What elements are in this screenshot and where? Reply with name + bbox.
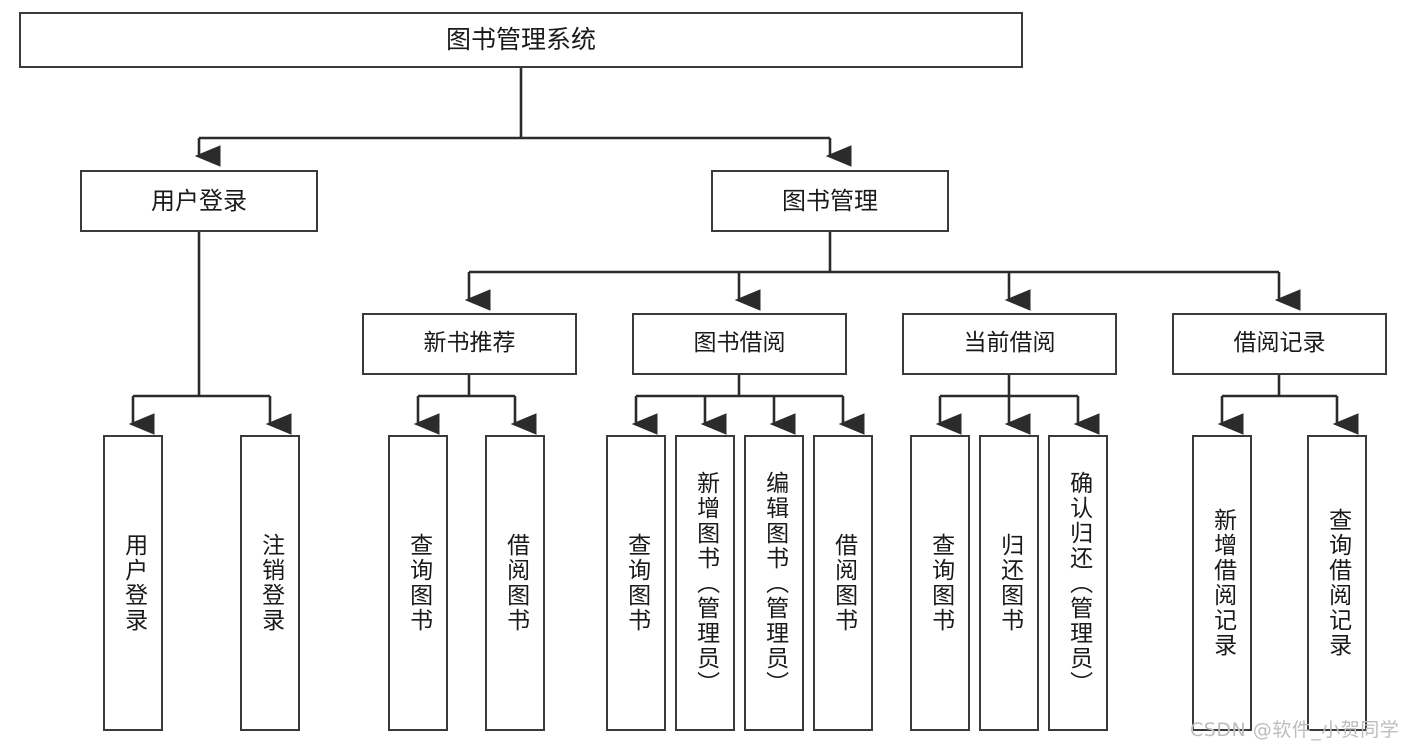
node-label: 图书管理: [782, 186, 878, 215]
node-label: 归还图书: [996, 533, 1023, 633]
node-label: 新增借阅记录: [1209, 508, 1236, 658]
node-label: 注销登录: [257, 533, 284, 633]
node-current-borrow[interactable]: 当前借阅: [902, 313, 1117, 375]
node-label: 查询图书: [405, 533, 432, 633]
node-label: 借阅记录: [1233, 330, 1326, 357]
leaf-book-borrow-edit[interactable]: 编辑图书（管理员）: [744, 435, 804, 731]
leaf-book-borrow-add[interactable]: 新增图书（管理员）: [675, 435, 735, 731]
node-label: 查询图书: [927, 533, 954, 633]
node-label: 用户登录: [120, 533, 147, 633]
node-borrow-record[interactable]: 借阅记录: [1172, 313, 1387, 375]
node-book-management[interactable]: 图书管理: [711, 170, 949, 232]
node-label: 借阅图书: [502, 533, 529, 633]
leaf-user-login-signin[interactable]: 用户登录: [103, 435, 163, 731]
node-book-borrow[interactable]: 图书借阅: [632, 313, 847, 375]
node-label: 借阅图书: [830, 533, 857, 633]
leaf-current-borrow-query[interactable]: 查询图书: [910, 435, 970, 731]
node-label: 图书管理系统: [445, 25, 596, 55]
node-new-book-recommend[interactable]: 新书推荐: [362, 313, 577, 375]
leaf-book-borrow-borrow[interactable]: 借阅图书: [813, 435, 873, 731]
leaf-borrow-record-query[interactable]: 查询借阅记录: [1307, 435, 1367, 731]
leaf-borrow-record-add[interactable]: 新增借阅记录: [1192, 435, 1252, 731]
node-label: 新书推荐: [423, 330, 516, 357]
node-label: 查询借阅记录: [1324, 508, 1351, 658]
node-label: 当前借阅: [963, 330, 1056, 357]
node-user-login[interactable]: 用户登录: [80, 170, 318, 232]
node-label: 查询图书: [623, 533, 650, 633]
node-label: 新增图书（管理员）: [692, 470, 719, 696]
node-label: 确认归还（管理员）: [1065, 470, 1092, 696]
node-label: 用户登录: [151, 186, 247, 215]
node-label: 编辑图书（管理员）: [761, 470, 788, 696]
leaf-current-borrow-confirm-return[interactable]: 确认归还（管理员）: [1048, 435, 1108, 731]
leaf-book-borrow-query[interactable]: 查询图书: [606, 435, 666, 731]
node-label: 图书借阅: [693, 330, 786, 357]
leaf-new-book-borrow[interactable]: 借阅图书: [485, 435, 545, 731]
csdn-watermark: CSDN @软件_小贺同学: [1190, 719, 1400, 741]
leaf-user-login-signout[interactable]: 注销登录: [240, 435, 300, 731]
node-root-library-system[interactable]: 图书管理系统: [19, 12, 1023, 68]
leaf-current-borrow-return[interactable]: 归还图书: [979, 435, 1039, 731]
leaf-new-book-query[interactable]: 查询图书: [388, 435, 448, 731]
